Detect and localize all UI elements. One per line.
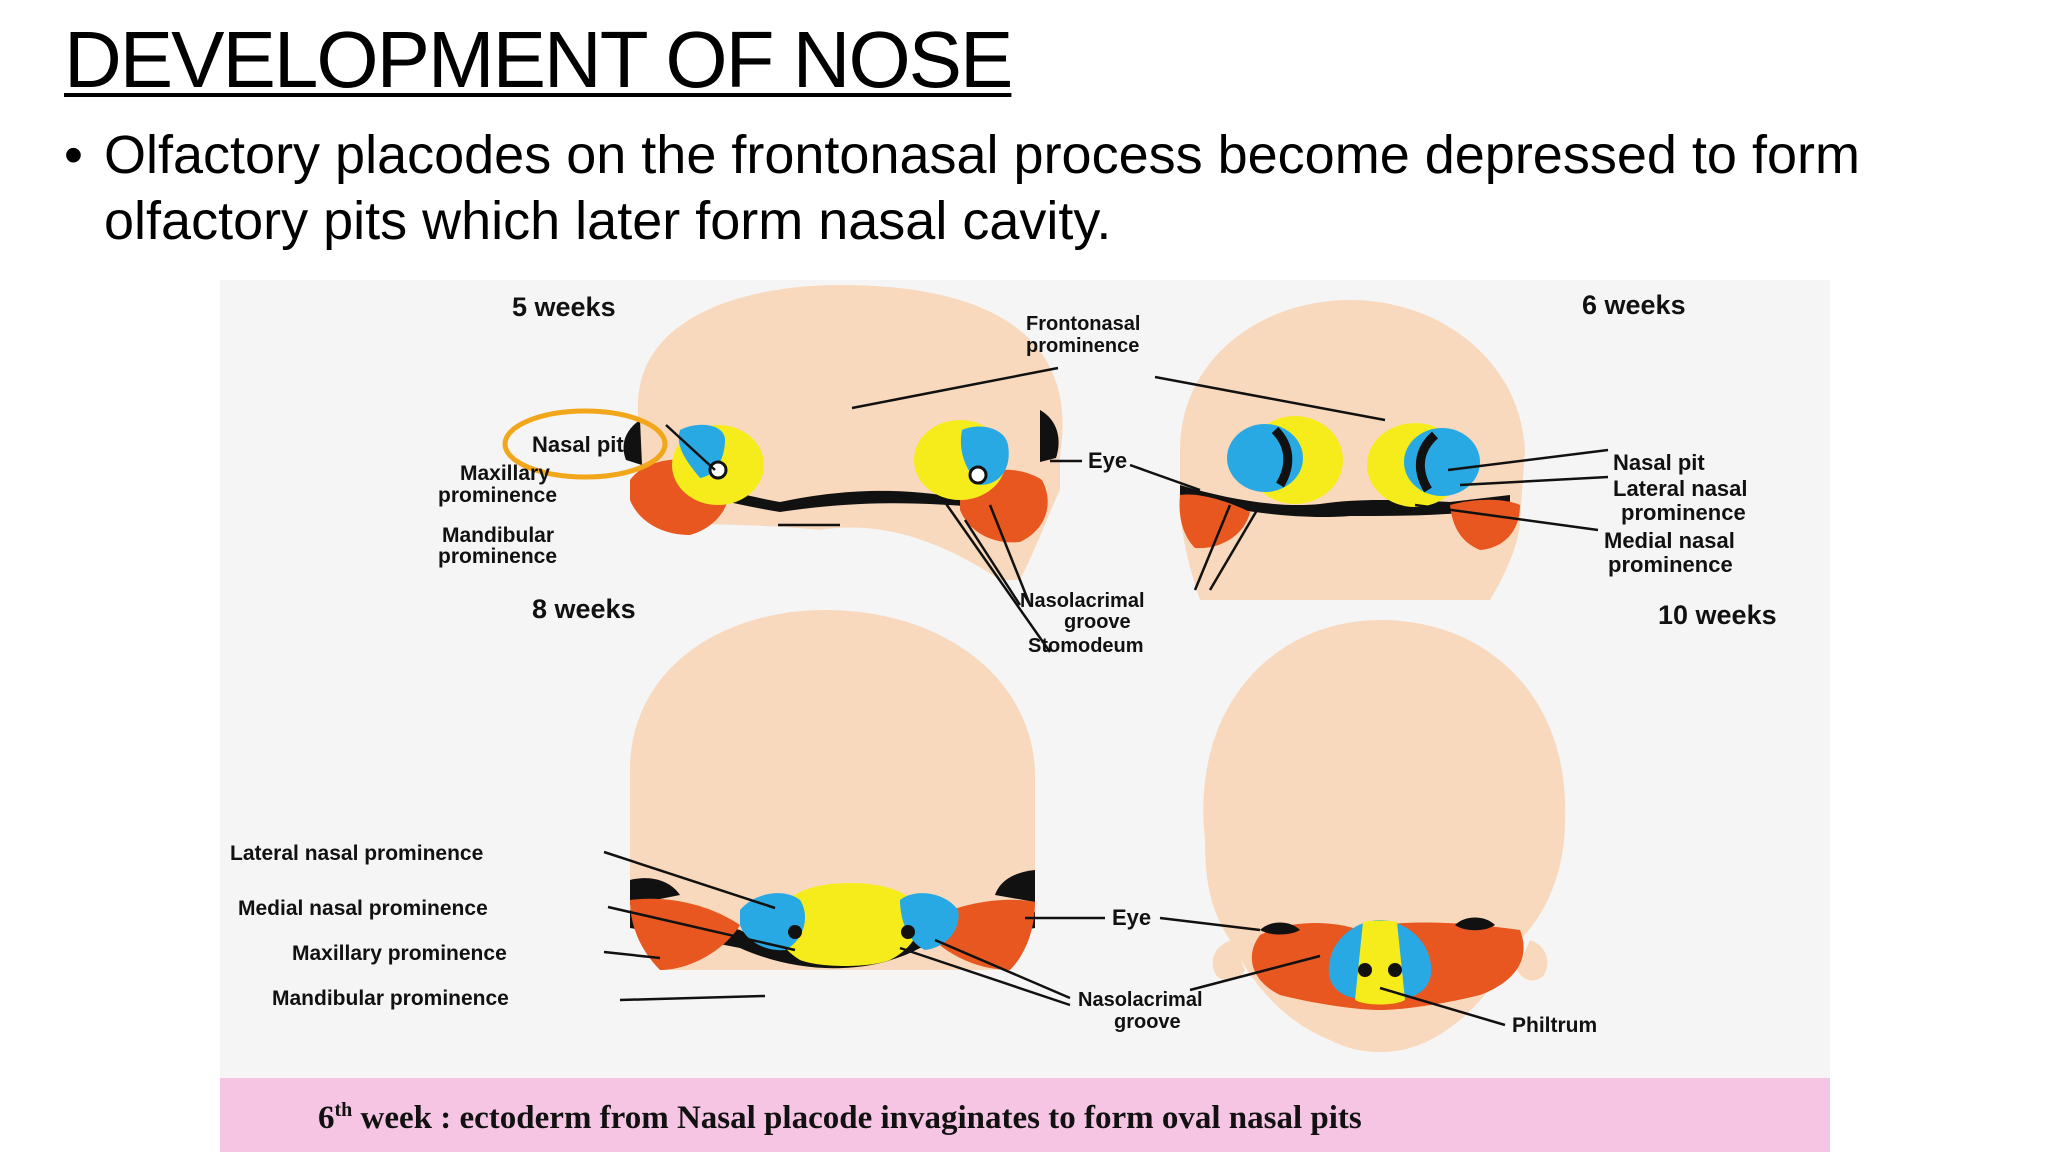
yellow-center-8w [776, 883, 921, 966]
label-5-weeks: 5 weeks [512, 292, 616, 322]
nasal-pit-highlight [502, 408, 668, 480]
label-eye-8w: Eye [1112, 905, 1151, 930]
nostril-left-10w [1358, 963, 1372, 977]
caption-body: week : ectoderm from Nasal placode invag… [352, 1100, 1362, 1136]
label-nasolacrimal-8w-2: groove [1114, 1011, 1181, 1033]
leader-lateral-6w [1459, 475, 1609, 487]
leader-nasolacrimal-6w-a [1193, 504, 1232, 591]
nostril-right-8w [901, 925, 915, 939]
label-10-weeks: 10 weeks [1658, 600, 1777, 630]
label-frontonasal-2: prominence [1026, 335, 1139, 357]
label-medial-6w-1: Medial nasal [1604, 528, 1735, 553]
figure-caption: 6th week : ectoderm from Nasal placode i… [318, 1088, 1362, 1140]
leader-eye-to-10w [1159, 916, 1261, 932]
nostril-right-10w [1388, 963, 1402, 977]
head-5-weeks [637, 285, 1063, 580]
nose-development-diagram: 5 weeks Nasal pit Maxillary prominence M… [230, 285, 1777, 1052]
black-curve-right-6w [1415, 431, 1439, 493]
leader-nasolacrimal-5w-a [963, 519, 1022, 606]
label-mandibular-5w-2: prominence [438, 545, 557, 568]
head-6-weeks [1180, 300, 1525, 600]
embryology-figure: 5 weeks Nasal pit Maxillary prominence M… [220, 280, 1830, 1152]
panel-5-weeks: 5 weeks Nasal pit Maxillary prominence M… [438, 285, 1145, 657]
nasal-pit-dot-right-5w [968, 465, 988, 485]
panel-6-weeks: 6 weeks Nasal pit Lateral nasal prominen… [1129, 290, 1748, 600]
nasal-pit-dot-left-5w [708, 460, 728, 480]
label-nasolacrimal-5w-2: groove [1064, 611, 1131, 633]
right-cheek-dark-8w [995, 870, 1035, 902]
maxillary-left-8w [630, 898, 740, 970]
label-nasal-pit-6w: Nasal pit [1613, 450, 1705, 475]
label-8-weeks: 8 weeks [532, 594, 636, 624]
leader-medial-8w [607, 905, 796, 952]
eye-right-10w [1455, 917, 1495, 931]
ear-left-10w [1212, 940, 1245, 981]
right-edge-dark-5w [1040, 410, 1059, 462]
label-maxillary-8w: Maxillary prominence [292, 942, 507, 965]
leader-philtrum [1379, 986, 1506, 1027]
leader-nasolacrimal-6w-b [1208, 504, 1262, 591]
slide-title: DEVELOPMENT OF NOSE [64, 15, 1013, 104]
leader-nasolacrimal-to-10w [1189, 954, 1321, 992]
leader-frontonasal-5w [851, 366, 1059, 410]
label-nasolacrimal-5w-1: Nasolacrimal [1020, 590, 1145, 612]
ear-right-10w [1517, 940, 1548, 981]
label-frontonasal-1: Frontonasal [1026, 313, 1140, 335]
label-lateral-6w-2: prominence [1621, 500, 1746, 525]
head-8-weeks [630, 610, 1035, 970]
left-cheek-dark-8w [630, 878, 680, 905]
left-edge-dark-5w [623, 420, 642, 465]
leader-nasolacrimal-8w-a [934, 938, 1071, 1000]
label-stomodeum: Stomodeum [1028, 635, 1144, 657]
panel-10-weeks: 10 weeks Philtrum [1159, 600, 1777, 1052]
label-maxillary-5w-2: prominence [438, 484, 557, 507]
label-philtrum: Philtrum [1512, 1014, 1597, 1037]
leader-eye-to-6w [1129, 463, 1201, 492]
leader-maxillary-8w [603, 950, 661, 960]
label-nasolacrimal-8w-1: Nasolacrimal [1078, 989, 1203, 1011]
nostril-left-8w [788, 925, 802, 939]
label-medial-8w: Medial nasal prominence [238, 897, 488, 920]
leader-lateral-8w [603, 850, 776, 910]
bullet-dot: • [64, 125, 83, 185]
label-lateral-8w: Lateral nasal prominence [230, 842, 483, 865]
label-6-weeks: 6 weeks [1582, 290, 1686, 320]
yellow-philtrum-10w [1355, 920, 1405, 1005]
panel-8-weeks: 8 weeks Lateral nasal prominence Medial … [230, 594, 1203, 1033]
bullet-text: Olfactory placodes on the frontonasal pr… [104, 125, 1860, 251]
caption-ordinal-suffix: th [334, 1099, 353, 1121]
label-lateral-6w-1: Lateral nasal [1613, 476, 1748, 501]
leader-nasalpit-6w [1447, 448, 1609, 472]
blue-left-8w [740, 893, 805, 951]
leader-nasolacrimal-5w-b [988, 504, 1032, 606]
eye-left-10w [1260, 922, 1300, 935]
caption-band: 6th week : ectoderm from Nasal placode i… [220, 1078, 1830, 1152]
blue-right-6w [1404, 428, 1480, 496]
blue-right-8w [900, 893, 959, 950]
label-mandibular-5w-1: Mandibular [442, 524, 554, 547]
black-curve-left-6w [1271, 426, 1293, 488]
leader-medial-6w [1414, 503, 1599, 532]
maxillary-left-6w [1179, 494, 1250, 549]
leader-nasolacrimal-8w-b [899, 946, 1071, 1007]
leader-mandibular-8w [619, 994, 766, 1002]
black-band-6w [1180, 485, 1510, 518]
label-maxillary-5w-1: Maxillary [460, 462, 550, 485]
leader-stomodeum-5w [940, 497, 1052, 653]
caption-week-number: 6 [318, 1100, 335, 1136]
label-medial-6w-2: prominence [1608, 552, 1733, 577]
leader-frontonasal-6w [1154, 375, 1386, 422]
label-nasal-pit-5w: Nasal pit [532, 432, 624, 457]
leader-nasalpit-5w [665, 424, 716, 471]
label-eye-5w: Eye [1088, 448, 1127, 473]
label-mandibular-8w: Mandibular prominence [272, 987, 509, 1010]
